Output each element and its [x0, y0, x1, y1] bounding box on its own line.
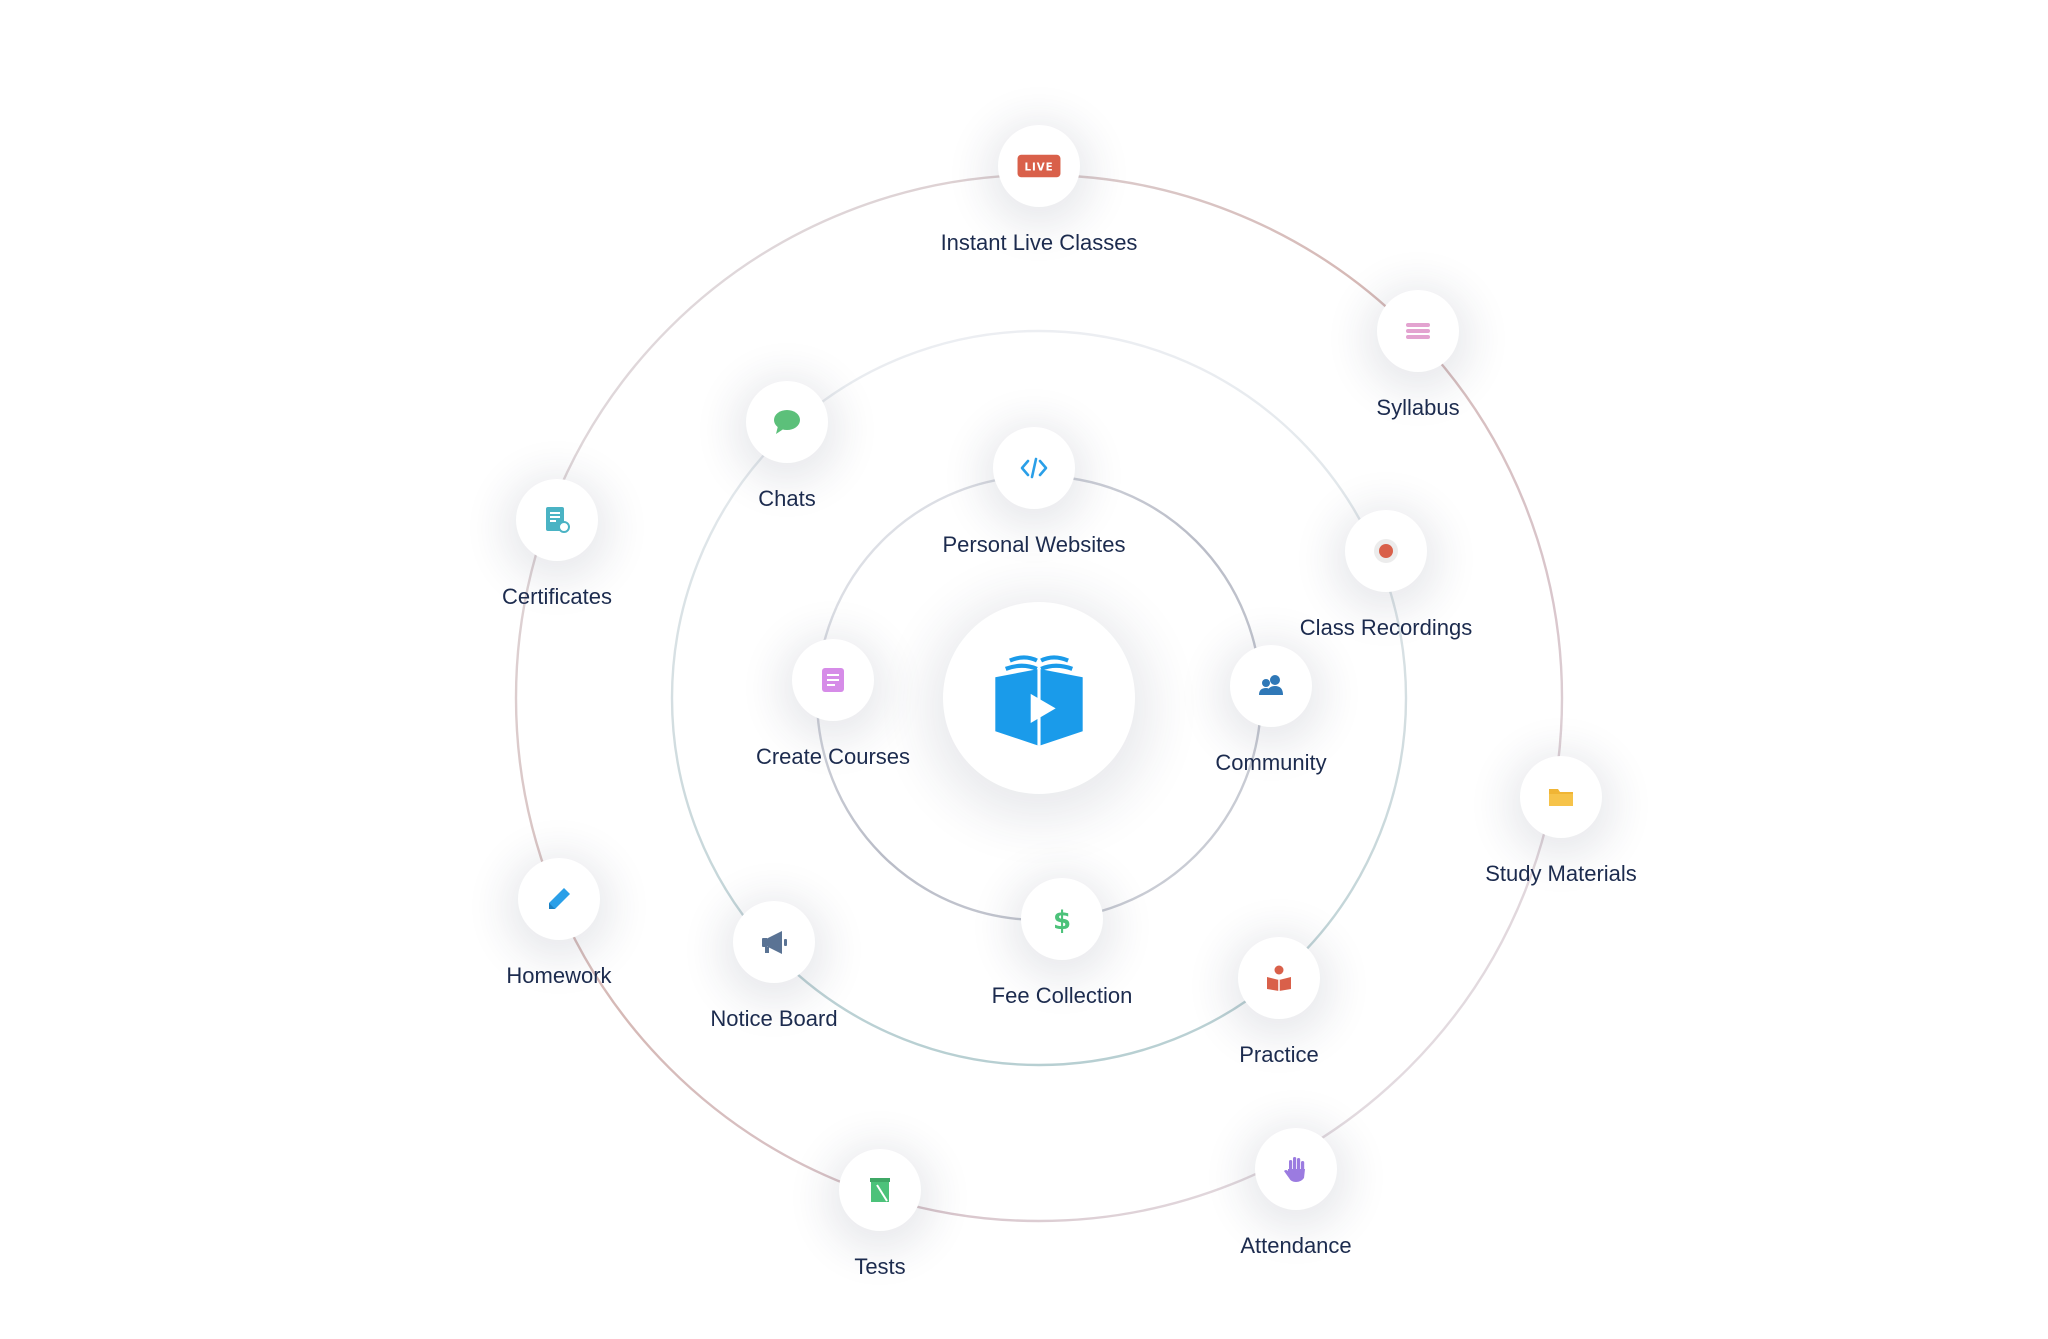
megaphone-icon	[762, 931, 787, 954]
center-logo	[943, 602, 1135, 794]
document-icon	[822, 668, 844, 692]
dollar-icon: $	[1053, 906, 1071, 934]
live-badge-icon: LIVE	[1017, 154, 1061, 178]
instant-live-classes-label: Instant Live Classes	[940, 230, 1138, 255]
tests-bubble[interactable]	[839, 1149, 921, 1231]
instant-live-classes-bubble[interactable]: LIVE	[998, 125, 1080, 207]
create-courses-bubble[interactable]	[792, 639, 874, 721]
study-materials-label: Study Materials	[1485, 861, 1637, 886]
practice-label: Practice	[1239, 1042, 1319, 1067]
study-materials-bubble[interactable]	[1520, 756, 1602, 838]
chats-bubble[interactable]	[746, 381, 828, 463]
notice-board-label: Notice Board	[710, 1006, 838, 1031]
reading-person-icon	[1267, 965, 1291, 991]
practice-bubble[interactable]	[1238, 937, 1320, 1019]
certificates-bubble[interactable]	[516, 479, 598, 561]
svg-text:$: $	[1053, 906, 1071, 934]
homework-label: Homework	[506, 963, 612, 988]
raised-hand-icon	[1284, 1157, 1305, 1182]
notice-board-bubble[interactable]	[733, 901, 815, 983]
fee-collection-bubble[interactable]: $	[1021, 878, 1103, 960]
certificates-label: Certificates	[501, 584, 613, 609]
tests-label: Tests	[854, 1254, 906, 1279]
personal-websites-label: Personal Websites	[942, 532, 1126, 557]
homework-bubble[interactable]	[518, 858, 600, 940]
syllabus-label: Syllabus	[1376, 395, 1460, 420]
attendance-label: Attendance	[1240, 1233, 1352, 1258]
test-paper-icon	[870, 1178, 890, 1202]
chat-bubble-icon	[774, 410, 800, 434]
middle-orbit	[670, 329, 1408, 1067]
folder-icon	[1549, 789, 1573, 806]
chats-label: Chats	[758, 486, 816, 511]
attendance-bubble[interactable]	[1255, 1128, 1337, 1210]
community-label: Community	[1215, 750, 1327, 775]
class-recordings-label: Class Recordings	[1299, 615, 1473, 640]
class-recordings-bubble[interactable]	[1345, 510, 1427, 592]
syllabus-bubble[interactable]	[1377, 290, 1459, 372]
list-lines-icon	[1406, 323, 1430, 339]
create-courses-label: Create Courses	[755, 744, 911, 769]
community-bubble[interactable]	[1230, 645, 1312, 727]
svg-text:LIVE: LIVE	[1024, 162, 1053, 174]
people-icon	[1259, 675, 1283, 695]
pencil-icon	[549, 888, 570, 909]
fee-collection-label: Fee Collection	[991, 983, 1133, 1008]
book-play-logo	[995, 655, 1083, 746]
record-dot-icon	[1374, 539, 1398, 563]
code-icon	[1020, 457, 1048, 479]
certificate-icon	[546, 507, 570, 533]
personal-websites-bubble[interactable]	[993, 427, 1075, 509]
